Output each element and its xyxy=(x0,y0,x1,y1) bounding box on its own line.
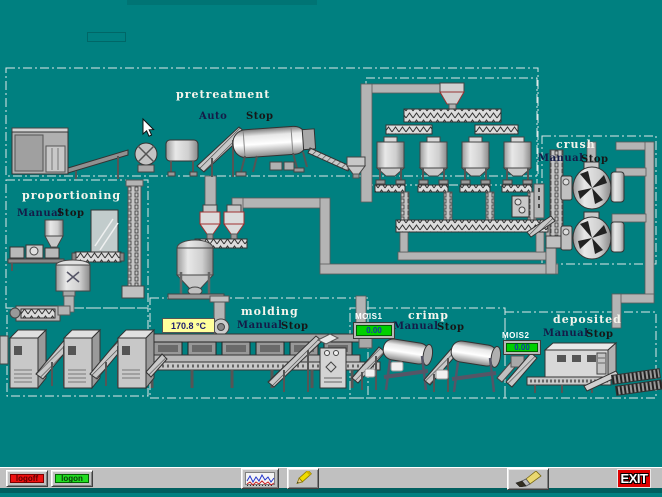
mois1-value: 0.00 xyxy=(356,325,392,336)
exit-button[interactable]: EXIT xyxy=(617,469,651,488)
crimp-drum xyxy=(450,340,502,368)
logoff-button[interactable]: logoff xyxy=(6,470,48,487)
pump-box xyxy=(511,195,530,218)
crush-label: crush xyxy=(556,138,596,151)
silo xyxy=(501,136,537,221)
toothed-conveyor xyxy=(610,368,661,385)
logoff-button-label: logoff xyxy=(10,474,44,483)
bucket-elevator xyxy=(127,181,142,287)
crimp-label: crimp xyxy=(408,309,450,322)
silo-border xyxy=(365,77,538,186)
weigh-hopper xyxy=(199,211,221,225)
logon-button[interactable]: logon xyxy=(51,470,93,487)
oven-cabinets xyxy=(0,305,168,390)
mois2-value: 0.00 xyxy=(506,343,538,352)
crush-equipment xyxy=(526,149,625,260)
cabinet xyxy=(116,328,156,390)
crush-state: Stop xyxy=(581,154,609,165)
pipes xyxy=(63,83,655,343)
pretreatment-state: Stop xyxy=(246,111,274,122)
screw-conveyor xyxy=(474,124,519,135)
silo xyxy=(374,136,410,221)
deposited-state: Stop xyxy=(586,329,614,340)
toolbar xyxy=(0,467,662,488)
weigh-hopper xyxy=(223,211,245,225)
mouse-cursor xyxy=(142,117,155,137)
molding-state: Stop xyxy=(281,321,309,332)
logon-button-label: logon xyxy=(55,474,89,483)
molding-mode: Manual xyxy=(237,320,283,331)
dosing-hopper xyxy=(44,219,64,237)
bucket-elevator-base xyxy=(121,285,145,299)
mois1-display[interactable]: 0.00 xyxy=(353,322,395,339)
screw-conveyor xyxy=(403,108,502,123)
buffer-tank xyxy=(165,139,199,162)
silo xyxy=(417,136,453,221)
mixing-tank xyxy=(55,264,91,292)
bucket-elevator-cap xyxy=(125,179,144,187)
pretreatment-equipment xyxy=(11,125,366,179)
rotary-drum xyxy=(232,125,317,159)
pretreatment-label: pretreatment xyxy=(176,88,271,101)
proportioning-equipment xyxy=(7,209,125,297)
pretreatment-mode: Auto xyxy=(199,111,228,122)
title-band xyxy=(127,0,317,5)
pencil-icon xyxy=(290,469,316,486)
discharge-conveyor xyxy=(307,147,351,172)
crusher xyxy=(560,211,625,260)
crusher xyxy=(560,161,625,210)
bottom-strip xyxy=(0,488,662,493)
screw-conveyor xyxy=(385,124,433,135)
collecting-screw xyxy=(395,219,549,233)
pretreatment-border xyxy=(5,67,539,177)
molding-label: molding xyxy=(241,305,299,318)
mois1-label: MOIS1 xyxy=(355,312,383,321)
trend-button[interactable] xyxy=(241,468,279,489)
brush-button[interactable] xyxy=(507,468,549,490)
brush-icon xyxy=(510,470,546,488)
crimp-drum xyxy=(382,338,434,366)
molding-temperature-value: 170.8 °C xyxy=(170,320,207,331)
proportioning-state: Stop xyxy=(57,208,85,219)
control-cabinet xyxy=(319,347,347,389)
deposited-border xyxy=(504,311,657,399)
mois2-label: MOIS2 xyxy=(502,331,530,340)
proportioning-label: proportioning xyxy=(22,189,122,202)
crimp-mode: Manual xyxy=(393,321,439,332)
crimp-state: Stop xyxy=(437,322,465,333)
cabinet xyxy=(8,328,48,390)
pencil-button[interactable] xyxy=(287,468,319,489)
silo xyxy=(459,136,495,221)
ghost-rect xyxy=(87,32,126,42)
storage-tank xyxy=(176,247,214,276)
molding-temperature-display[interactable]: 170.8 °C xyxy=(162,318,215,333)
deposited-label: deposited xyxy=(553,313,622,326)
crush-mode: Manual xyxy=(538,153,584,164)
belt-conveyor xyxy=(67,149,129,174)
cabinet xyxy=(62,328,102,390)
proportioning-mode: Manual xyxy=(17,208,63,219)
deposited-mode: Manual xyxy=(543,328,589,339)
mois2-display[interactable]: 0.00 xyxy=(503,340,541,355)
deposited-equipment xyxy=(505,341,662,396)
silo-battery xyxy=(374,82,549,233)
center-mixing-equipment xyxy=(167,204,248,300)
trend-chart-icon xyxy=(245,472,275,486)
crimp-equipment xyxy=(351,337,517,393)
feed-hopper xyxy=(439,82,465,93)
